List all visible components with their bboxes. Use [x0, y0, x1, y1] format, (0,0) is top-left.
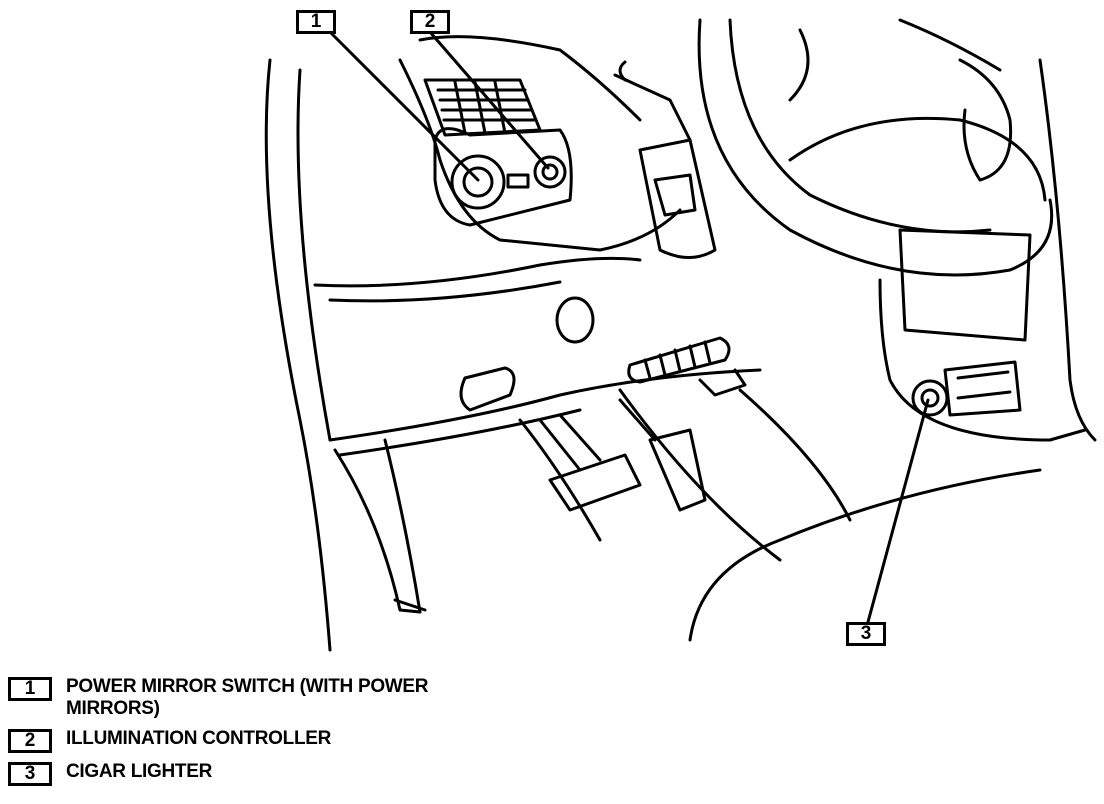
leader-line-3 — [866, 398, 930, 624]
floor — [688, 468, 1042, 642]
dash-lower-edge — [313, 256, 642, 288]
center-console — [878, 278, 1087, 442]
a-pillar-outer — [264, 58, 332, 652]
legend-number-box: 1 — [8, 677, 52, 701]
power-mirror-switch-knob — [450, 154, 506, 210]
legend-item: 3 CIGAR LIGHTER — [8, 761, 628, 786]
callout-box-1: 1 — [296, 10, 336, 34]
lower-vent — [627, 336, 731, 384]
legend-item: 2 ILLUMINATION CONTROLLER — [8, 728, 628, 753]
leader-line-2 — [428, 30, 550, 170]
accelerator-pedal — [648, 428, 707, 512]
legend: 1 POWER MIRROR SWITCH (WITH POWER MIRROR… — [8, 676, 628, 794]
a-pillar-inner — [296, 68, 332, 442]
illumination-controller-knob — [533, 155, 567, 189]
dash-release — [459, 366, 516, 412]
legend-number-box: 2 — [8, 729, 52, 753]
cigar-lighter — [911, 379, 949, 417]
legend-label: ILLUMINATION CONTROLLER — [66, 728, 332, 749]
legend-label: CIGAR LIGHTER — [66, 761, 212, 782]
legend-number-box: 3 — [8, 762, 52, 786]
brake-pedal — [548, 453, 642, 512]
knee-bolster — [328, 368, 762, 442]
door-edge — [333, 438, 422, 614]
steering-column — [638, 138, 717, 259]
steering-wheel — [697, 18, 1054, 277]
callout-box-3: 3 — [846, 622, 886, 646]
callout-box-2: 2 — [410, 10, 450, 34]
dash-top — [398, 58, 682, 252]
switch-panel — [433, 127, 573, 227]
dashboard-diagram — [264, 18, 1097, 652]
legend-label: POWER MIRROR SWITCH (WITH POWER MIRRORS) — [66, 676, 429, 719]
legend-item: 1 POWER MIRROR SWITCH (WITH POWER MIRROR… — [8, 676, 628, 720]
leader-line-1 — [328, 30, 480, 182]
